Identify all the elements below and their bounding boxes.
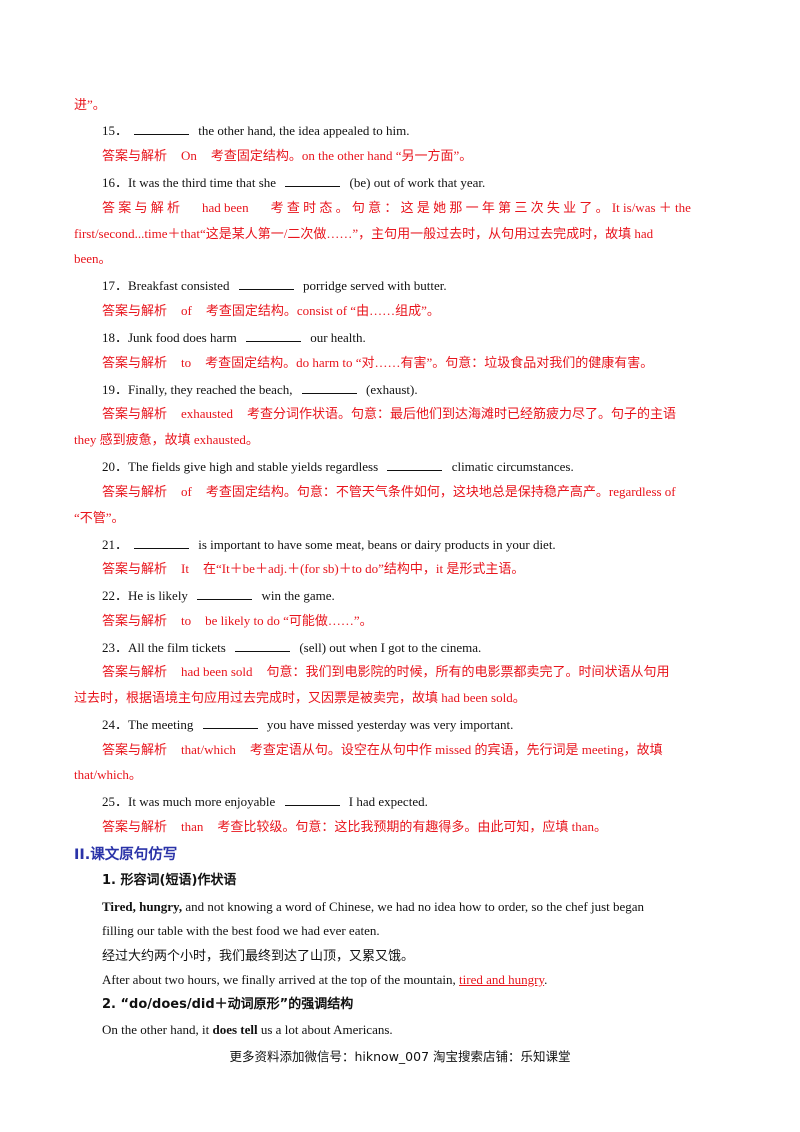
answer-blank [245, 328, 301, 342]
subsection-heading-1: 1. 形容词(短语)作状语 [102, 873, 237, 888]
question-20: 20．The fields give high and stable yield… [102, 457, 574, 474]
example-2: On the other hand, it does tell us a lot… [102, 1022, 393, 1037]
answer-23-line2: 过去时，根据语境主句应用过去完成时，又因票是被卖完，故填 had been so… [74, 690, 526, 705]
example-1-line1: Tired, hungry, and not knowing a word of… [102, 899, 645, 914]
answer-blank [235, 638, 291, 652]
answer-blank [134, 121, 190, 135]
answer-blank [387, 457, 443, 471]
answer-20-line2: “不管”。 [74, 510, 125, 525]
answer-24-line2: that/which。 [74, 767, 142, 782]
question-24: 24．The meeting you have missed yesterday… [102, 715, 514, 732]
question-21: 21． is important to have some meat, bean… [102, 535, 556, 552]
question-16: 16．It was the third time that she (be) o… [102, 173, 486, 190]
subsection-heading-2: 2. “do/does/did＋动词原形”的强调结构 [102, 997, 354, 1012]
page-footer: 更多资料添加微信号：hiknow_007 淘宝搜索店铺：乐知课堂 [229, 1049, 571, 1064]
example-1-chinese: 经过大约两个小时，我们最终到达了山顶，又累又饿。 [102, 948, 415, 963]
section-heading: II.课文原句仿写 [74, 847, 178, 863]
question-22: 22．He is likely win the game. [102, 586, 335, 603]
question-19: 19．Finally, they reached the beach, (exh… [102, 380, 418, 397]
example-1-translation: After about two hours, we finally arrive… [102, 972, 548, 987]
answer-16-line3: been。 [74, 251, 112, 266]
answer-blank [285, 173, 341, 187]
question-18: 18．Junk food does harm our health. [102, 328, 366, 345]
answer-blank [134, 535, 190, 549]
answer-19-line2: they 感到疲惫，故填 exhausted。 [74, 432, 259, 447]
answer-blank [301, 380, 357, 394]
question-15: 15． the other hand, the idea appealed to… [102, 121, 410, 138]
answer-blank [197, 586, 253, 600]
answer-blank [284, 792, 340, 806]
answer-16-line2: first/second...time＋that“这是某人第一/二次做……”，主… [74, 226, 654, 241]
question-17: 17．Breakfast consisted porridge served w… [102, 276, 447, 293]
filled-answer: tired and hungry [459, 972, 545, 987]
continuation-text: 进”。 [74, 97, 106, 112]
answer-blank [202, 715, 258, 729]
question-25: 25．It was much more enjoyable I had expe… [102, 792, 428, 809]
answer-blank [238, 276, 294, 290]
example-1-line2: filling our table with the best food we … [102, 923, 380, 938]
question-23: 23．All the film tickets (sell) out when … [102, 638, 482, 655]
